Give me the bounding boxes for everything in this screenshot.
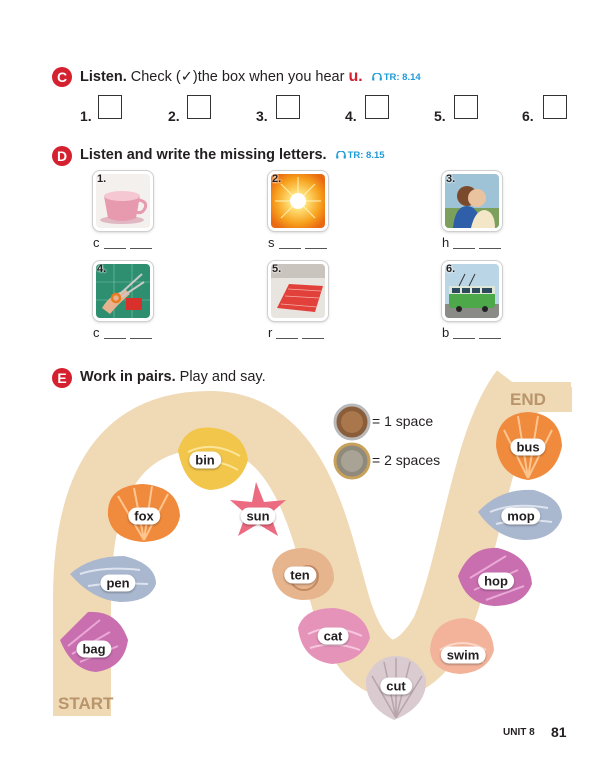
write-blank-2[interactable]: s [268, 235, 327, 250]
blank-line[interactable] [453, 337, 476, 339]
coin-1-space-icon [333, 403, 371, 441]
start-letter: b [442, 325, 450, 340]
picture-5: 5. [268, 261, 328, 321]
start-label: START [58, 694, 114, 713]
start-letter: h [442, 235, 450, 250]
start-letter: r [268, 325, 273, 340]
blank-line[interactable] [103, 247, 126, 249]
section-d-badge: D [52, 146, 72, 166]
blank-line[interactable] [276, 337, 299, 339]
checkbox-3[interactable] [276, 95, 300, 119]
section-e-badge: E [52, 368, 72, 388]
word-bag: bag [76, 640, 112, 658]
item-number-6: 6. [522, 108, 534, 124]
write-blank-6[interactable]: b [442, 325, 502, 340]
section-e-instruction: Work in pairs. Play and say. [80, 369, 266, 385]
start-pad [53, 690, 111, 716]
word-mop: mop [501, 507, 541, 525]
word-fox: fox [128, 507, 160, 525]
legend-1-space: = 1 space [372, 413, 434, 429]
write-blank-5[interactable]: r [268, 325, 325, 340]
checkbox-4[interactable] [365, 95, 389, 119]
checkbox-1[interactable] [98, 95, 122, 119]
blank-line[interactable] [278, 247, 301, 249]
headphones-icon [372, 73, 382, 81]
picture-6: 6. [442, 261, 502, 321]
bus-icon [445, 264, 499, 318]
word-cat: cat [317, 627, 349, 645]
section-c-instruction: Listen. Check (✓)the box when you hear u… [80, 68, 421, 85]
blank-line[interactable] [302, 337, 325, 339]
rug-icon [271, 264, 325, 318]
picture-4: 4. [93, 261, 153, 321]
unit-label: UNIT 8 [503, 727, 535, 738]
picture-1: 1. [93, 171, 153, 231]
blank-line[interactable] [129, 247, 152, 249]
blank-line[interactable] [453, 247, 476, 249]
item-number-3: 3. [256, 108, 268, 124]
blank-line[interactable] [479, 247, 502, 249]
picture-3: 3. [442, 171, 502, 231]
end-label: END [510, 390, 546, 409]
target-sound: u. [348, 68, 363, 85]
word-cut: cut [380, 677, 412, 695]
track-label-c: TR: 8.14 [372, 72, 421, 83]
word-swim: swim [440, 646, 486, 664]
word-bus: bus [510, 438, 546, 456]
word-bin: bin [189, 451, 221, 469]
item-number-2: 2. [168, 108, 180, 124]
item-number-1: 1. [80, 108, 92, 124]
word-hop: hop [478, 572, 514, 590]
page-number: 81 [551, 724, 567, 740]
picture-2: 2. [268, 171, 328, 231]
word-pen: pen [100, 574, 136, 592]
write-blank-3[interactable]: h [442, 235, 502, 250]
item-number-5: 5. [434, 108, 446, 124]
track-label-d: TR: 8.15 [335, 150, 385, 161]
start-letter: c [93, 325, 100, 340]
write-blank-4[interactable]: c [93, 325, 152, 340]
checkbox-6[interactable] [543, 95, 567, 119]
blank-line[interactable] [103, 337, 126, 339]
cup-icon [96, 174, 150, 228]
checkbox-5[interactable] [454, 95, 478, 119]
game-path [53, 370, 544, 716]
blank-line[interactable] [479, 337, 502, 339]
checkbox-2[interactable] [187, 95, 211, 119]
item-number-4: 4. [345, 108, 357, 124]
headphones-icon [335, 151, 346, 159]
word-sun: sun [240, 507, 276, 525]
coin-2-spaces-icon [333, 442, 371, 480]
write-blank-1[interactable]: c [93, 235, 152, 250]
scissors-icon [96, 264, 150, 318]
section-c-badge: C [52, 67, 72, 87]
legend-2-spaces: = 2 spaces [372, 452, 441, 468]
sun-icon [271, 174, 325, 228]
check-mark: ✓ [180, 69, 193, 85]
blank-line[interactable] [129, 337, 152, 339]
start-letter: s [268, 235, 275, 250]
hug-icon [445, 174, 499, 228]
word-ten: ten [284, 566, 316, 584]
start-letter: c [93, 235, 100, 250]
blank-line[interactable] [304, 247, 327, 249]
section-d-instruction: Listen and write the missing letters. TR… [80, 147, 385, 163]
